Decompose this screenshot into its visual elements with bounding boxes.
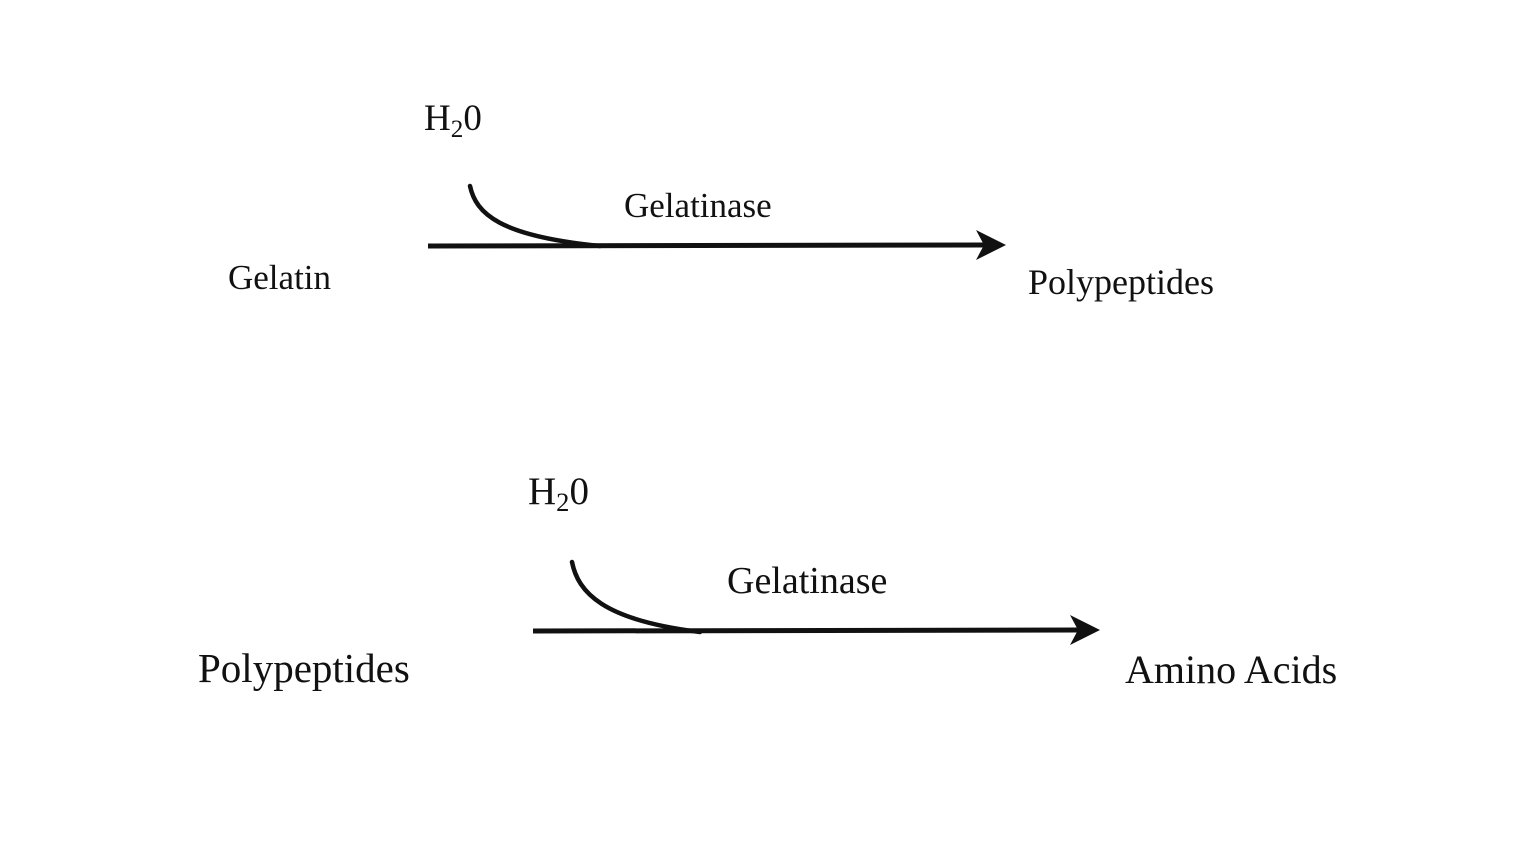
reaction2-water-label: H20: [528, 470, 589, 516]
water-subscript: 2: [556, 487, 570, 518]
reaction1-substrate-label: Gelatin: [228, 258, 332, 297]
water-subscript: 2: [450, 116, 464, 144]
water-base: H: [528, 470, 557, 513]
reaction1-product-label: Polypeptides: [1028, 262, 1214, 302]
reaction2-substrate-label: Polypeptides: [198, 645, 410, 691]
reaction2-product-label: Amino Acids: [1125, 647, 1338, 692]
reaction1-water-label: H20: [424, 98, 482, 142]
water-oxygen: 0: [569, 470, 589, 513]
water-oxygen: 0: [463, 98, 482, 139]
water-base: H: [424, 98, 451, 139]
reaction2-enzyme-label: Gelatinase: [727, 560, 888, 602]
reaction1-enzyme-label: Gelatinase: [624, 186, 772, 225]
